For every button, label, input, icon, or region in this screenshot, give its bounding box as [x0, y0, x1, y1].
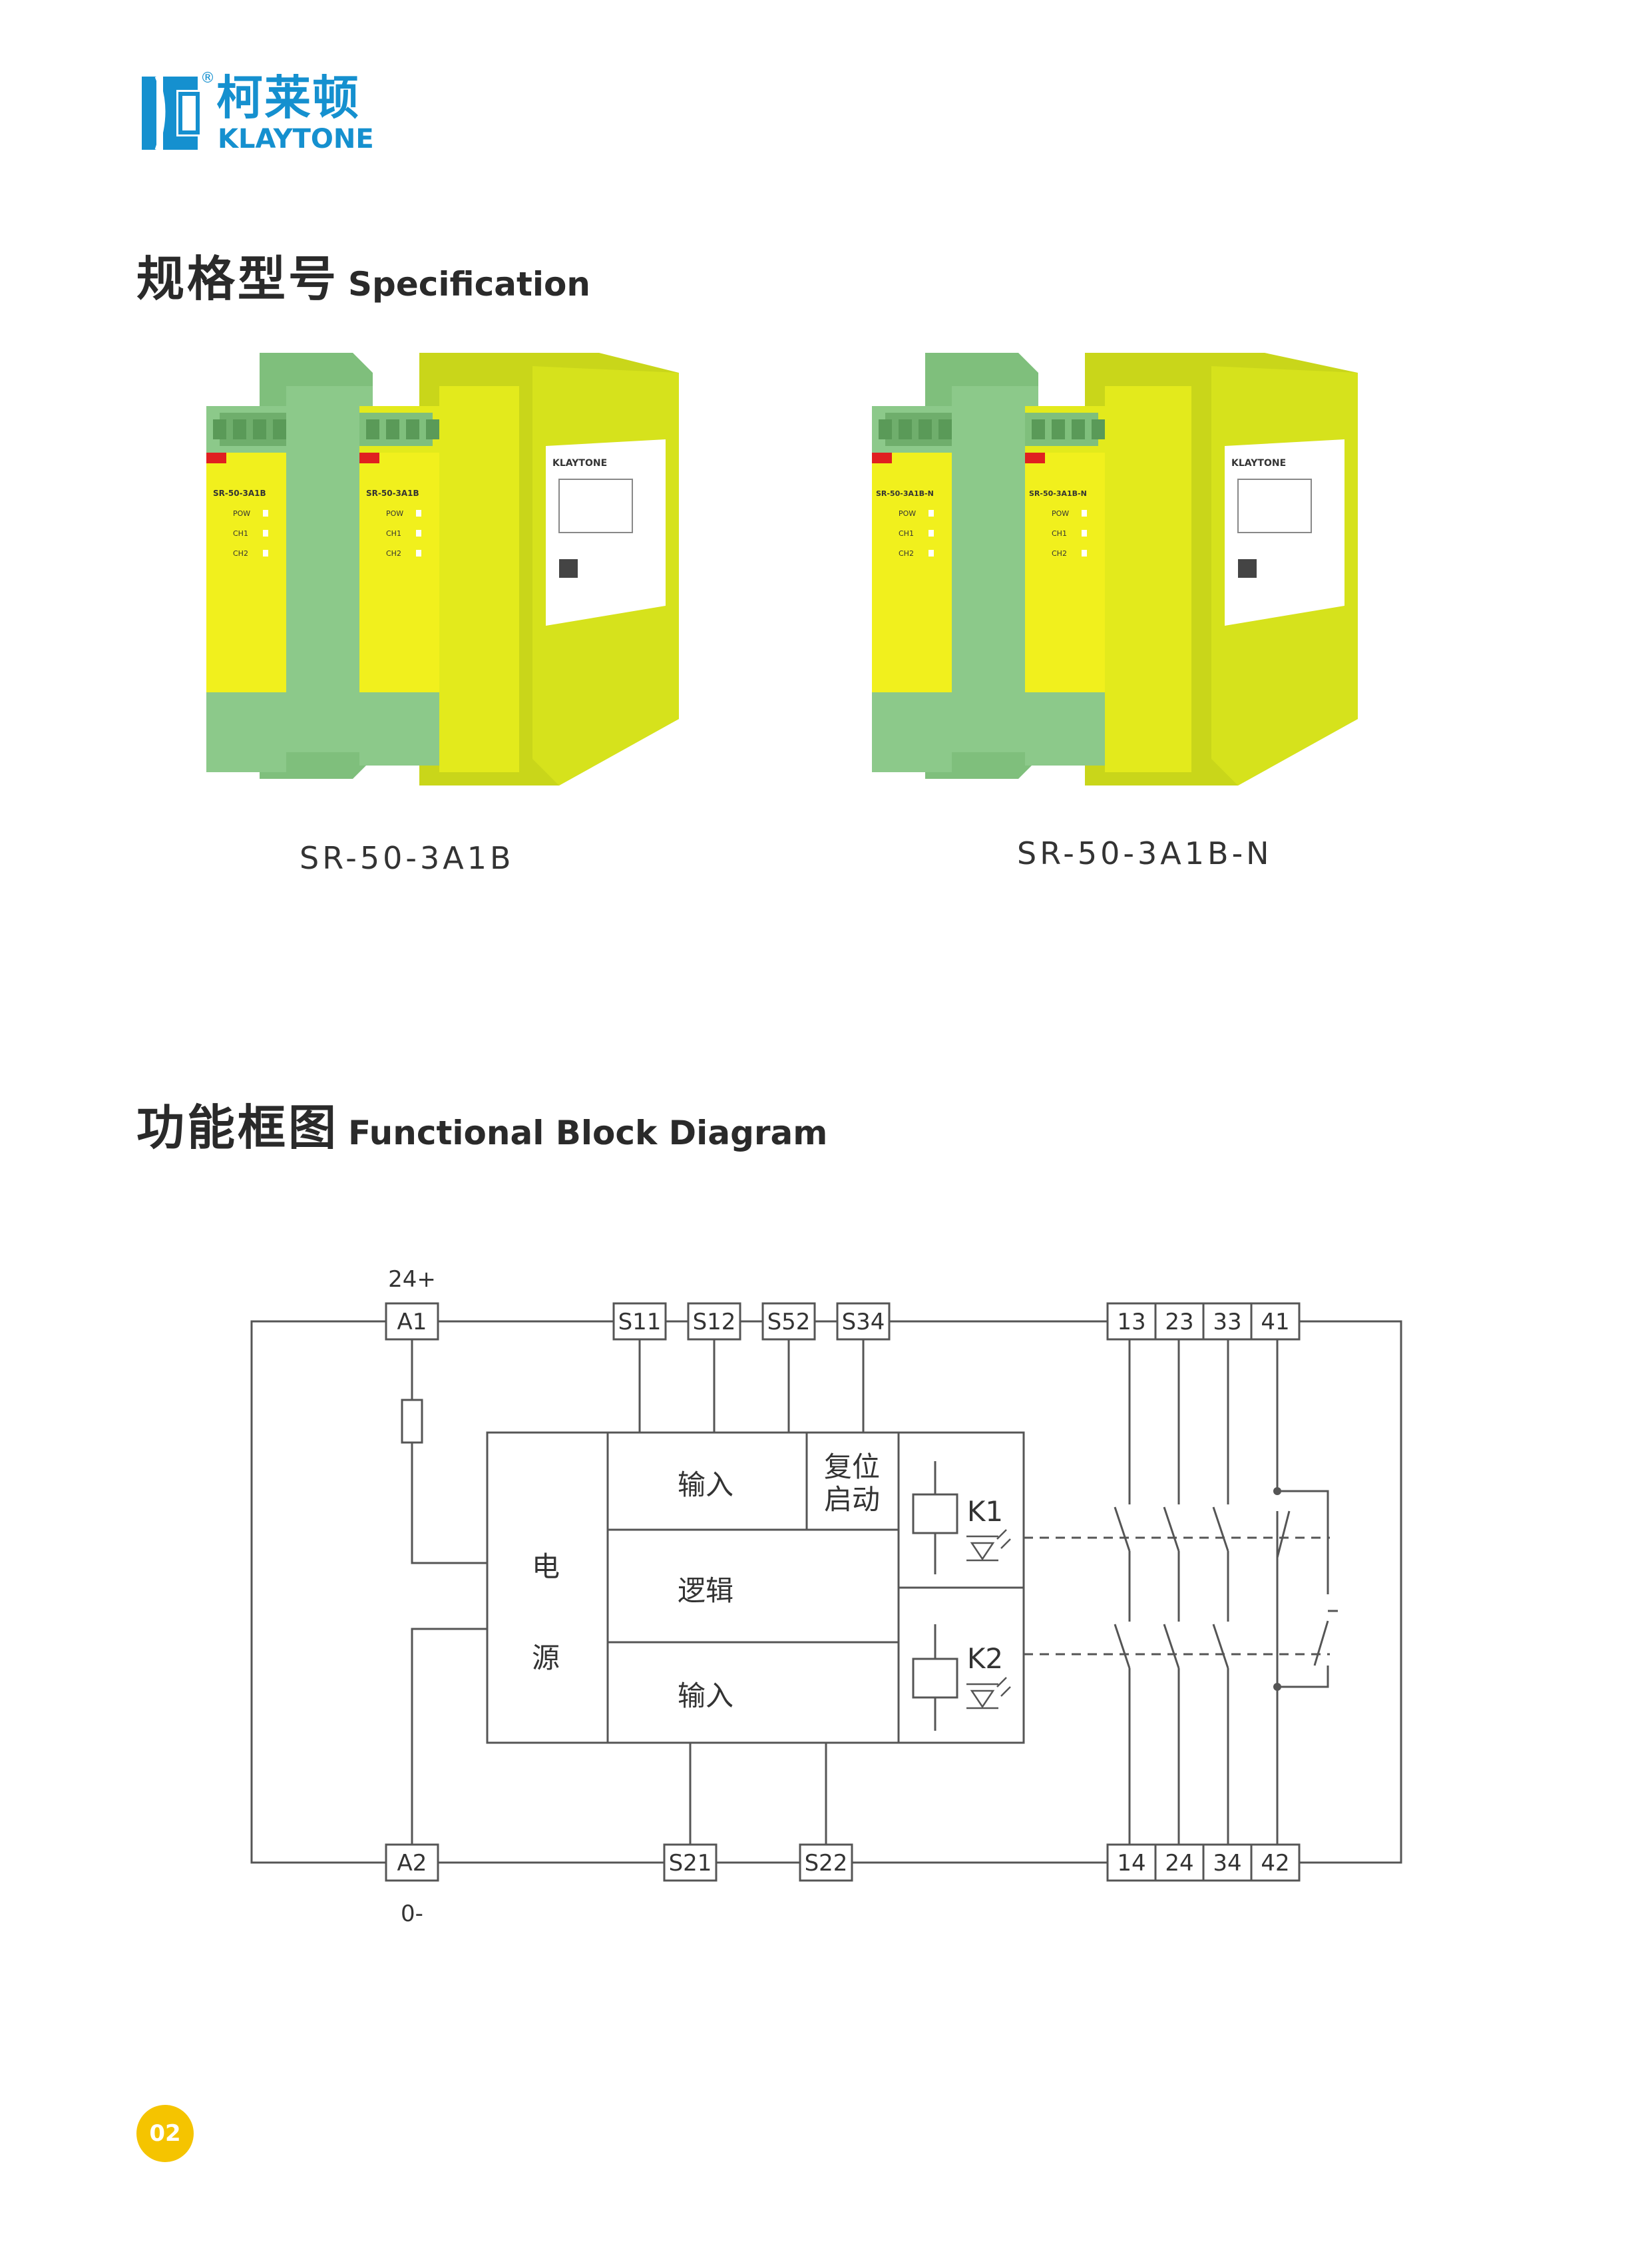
- product-image-sr-50-3a1b-n: KLAYTONE SR-50-3A1B-N SR-50-3A1B-N POW C…: [872, 353, 1358, 785]
- led-label-ch2: CH2: [1052, 549, 1067, 558]
- terminal-a1: A1: [397, 1309, 427, 1335]
- block-input-bottom-label: 输入: [678, 1680, 733, 1712]
- terminal-42: 42: [1261, 1850, 1289, 1877]
- terminal-14: 14: [1117, 1850, 1145, 1877]
- product-caption-1: SR-50-3A1B: [300, 840, 515, 876]
- terminal-24: 24: [1165, 1850, 1193, 1877]
- page-number-badge: 02: [136, 2105, 194, 2162]
- led-label-ch1: CH1: [386, 529, 401, 538]
- led-label-ch1: CH1: [1052, 529, 1067, 538]
- product-caption-2: SR-50-3A1B-N: [1017, 835, 1273, 871]
- led-symbol-icon: [966, 1529, 1011, 1709]
- main-block: [486, 1431, 1025, 1744]
- relay-k2-label: K2: [967, 1642, 1003, 1675]
- led-label-ch1: CH1: [233, 529, 248, 538]
- fbd-title-en: Functional Block Diagram: [348, 1114, 828, 1152]
- terminal-s22: S22: [805, 1850, 848, 1877]
- brand-name-en: KLAYTONE: [218, 124, 374, 154]
- fuse-symbol: [401, 1399, 423, 1444]
- led-label-pow: POW: [1052, 509, 1069, 518]
- terminal-13: 13: [1117, 1309, 1145, 1335]
- device-model-label: SR-50-3A1B: [213, 489, 266, 498]
- device-model-label: SR-50-3A1B-N: [1029, 489, 1087, 498]
- block-power-label-2: 源: [532, 1642, 560, 1674]
- terminal-41: 41: [1261, 1309, 1289, 1335]
- block-input-top-label: 输入: [678, 1468, 733, 1501]
- spec-title-en: Specification: [348, 265, 590, 304]
- terminal-s52: S52: [767, 1309, 811, 1335]
- spec-title-cn: 规格型号: [136, 251, 339, 307]
- brand-logo-icon: [142, 75, 200, 150]
- device-label-panel: [206, 453, 286, 692]
- led-label-pow: POW: [899, 509, 916, 518]
- brand-name-cn: 柯莱顿: [216, 71, 360, 125]
- terminal-s34: S34: [842, 1309, 885, 1335]
- led-label-ch2: CH2: [233, 549, 248, 558]
- terminal-23: 23: [1165, 1309, 1193, 1335]
- diagram-wiring: [250, 1320, 1402, 1864]
- block-reset-label-1: 复位: [824, 1451, 880, 1483]
- device-model-label: SR-50-3A1B: [366, 489, 419, 498]
- fbd-title-cn: 功能框图: [136, 1100, 339, 1156]
- terminal-s11: S11: [618, 1309, 662, 1335]
- output-contacts: [1114, 1339, 1338, 1845]
- relay-k1-label: K1: [967, 1495, 1003, 1528]
- supply-negative-label: 0-: [401, 1901, 423, 1927]
- supply-positive-label: 24+: [388, 1266, 436, 1293]
- terminal-s12: S12: [693, 1309, 736, 1335]
- terminal-s21: S21: [669, 1850, 712, 1877]
- junction-dot: [1273, 1487, 1281, 1495]
- terminal-a2: A2: [397, 1850, 427, 1877]
- device-label-panel: [872, 453, 952, 692]
- block-power-label-1: 电: [532, 1550, 560, 1583]
- led-label-pow: POW: [233, 509, 250, 518]
- led-label-ch2: CH2: [386, 549, 401, 558]
- mechanical-links: [1024, 1536, 1330, 1656]
- product-image-sr-50-3a1b: KLAYTONE SR-50-3A1B SR-50-3A1B POW CH1 C…: [206, 353, 679, 785]
- terminal-boxes: [385, 1302, 1301, 1882]
- side-label-brand: KLAYTONE: [552, 458, 607, 469]
- device-model-label: SR-50-3A1B-N: [876, 489, 934, 498]
- junction-dot: [1273, 1683, 1281, 1691]
- led-label-ch2: CH2: [899, 549, 914, 558]
- block-logic-label: 逻辑: [678, 1574, 733, 1607]
- registered-mark: ®: [200, 70, 215, 87]
- led-label-ch1: CH1: [899, 529, 914, 538]
- relay-coils: [912, 1461, 958, 1731]
- block-reset-label-2: 启动: [824, 1483, 880, 1516]
- terminal-33: 33: [1213, 1309, 1241, 1335]
- led-label-pow: POW: [386, 509, 403, 518]
- brand-logo: ® 柯莱顿 KLAYTONE: [136, 70, 383, 156]
- side-label-brand: KLAYTONE: [1231, 458, 1286, 469]
- terminal-34: 34: [1213, 1850, 1241, 1877]
